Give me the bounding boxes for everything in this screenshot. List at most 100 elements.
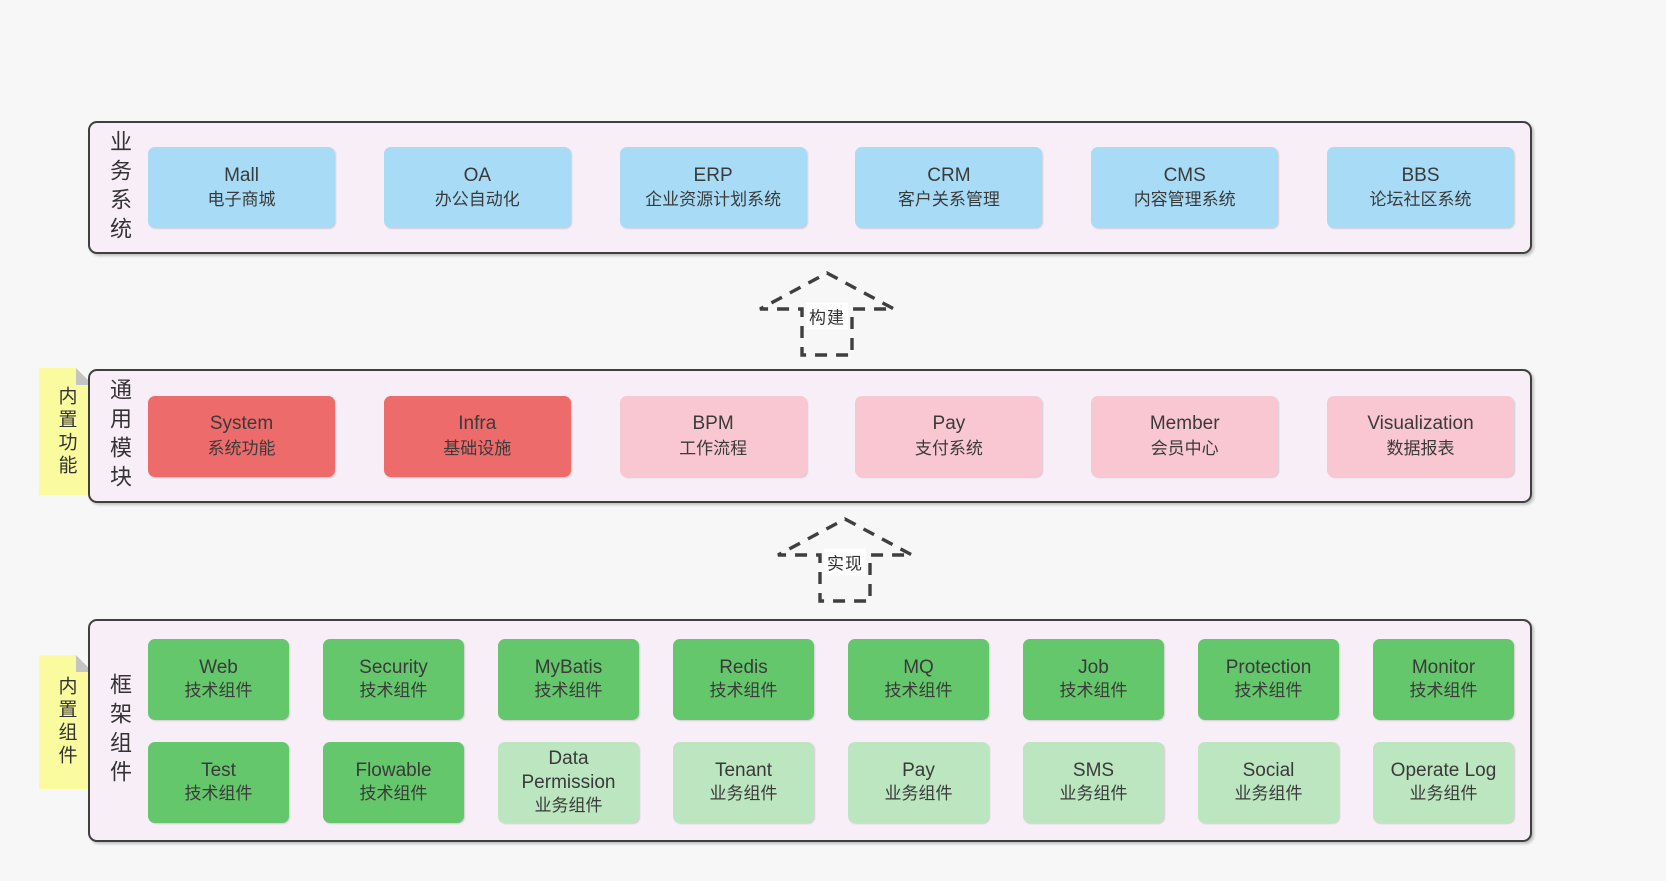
- node-title: Flowable: [355, 759, 432, 781]
- node-subtitle: 业务组件: [1234, 784, 1303, 804]
- node-title: Member: [1149, 413, 1220, 435]
- node-redis: Redis 技术组件: [673, 638, 814, 720]
- node-title: Mall: [224, 164, 259, 186]
- node-member: Member 会员中心: [1091, 395, 1279, 477]
- node-subtitle: 业务组件: [884, 784, 953, 804]
- node-pay: Pay 业务组件: [848, 741, 989, 823]
- node-subtitle: 业务组件: [534, 796, 603, 816]
- node-bbs: BBS 论坛社区系统: [1326, 147, 1514, 228]
- node-mybatis: MyBatis 技术组件: [498, 638, 639, 720]
- node-title: Monitor: [1411, 656, 1476, 678]
- node-title: Infra: [458, 413, 497, 435]
- node-subtitle: 办公自动化: [434, 190, 520, 210]
- node-subtitle: 技术组件: [709, 681, 778, 701]
- node-subtitle: 技术组件: [1059, 681, 1128, 701]
- node-title: Redis: [719, 656, 768, 678]
- node-sms: SMS 业务组件: [1023, 741, 1164, 823]
- node-infra: Infra 基础设施: [383, 395, 571, 477]
- layer-label-text: 框架组件: [107, 672, 132, 789]
- node-title: Protection: [1225, 656, 1312, 678]
- node-title: System: [209, 413, 274, 435]
- node-title: MQ: [903, 656, 934, 678]
- arrow-label: 实现: [824, 548, 866, 576]
- node-title: MyBatis: [534, 656, 603, 678]
- sticky-label: 内置组件: [55, 676, 77, 768]
- node-subtitle: 会员中心: [1150, 438, 1219, 458]
- layer-label: 框架组件: [90, 621, 148, 840]
- node-title: Operate Log: [1390, 759, 1497, 781]
- node-flowable: Flowable 技术组件: [323, 741, 464, 823]
- node-title: Test: [201, 759, 236, 781]
- node-subtitle: 技术组件: [1409, 681, 1478, 701]
- node-test: Test 技术组件: [148, 741, 289, 823]
- node-title: Social: [1242, 759, 1295, 781]
- layer-label-text: 通用模块: [107, 378, 132, 494]
- layer-label-text: 业务系统: [107, 129, 132, 246]
- node-crm: CRM 客户关系管理: [855, 147, 1043, 228]
- node-title: Tenant: [714, 759, 773, 781]
- node-subtitle: 系统功能: [207, 438, 276, 458]
- arrow-implement: 实现: [775, 516, 915, 604]
- node-subtitle: 技术组件: [534, 681, 603, 701]
- node-title: Job: [1078, 656, 1109, 678]
- node-subtitle: 数据报表: [1386, 438, 1455, 458]
- node-subtitle: 技术组件: [184, 784, 253, 804]
- node-subtitle: 技术组件: [359, 681, 428, 701]
- arrow-build: 构建: [757, 270, 897, 358]
- sticky-label: 内置功能: [55, 385, 77, 478]
- node-subtitle: 技术组件: [1234, 681, 1303, 701]
- node-subtitle: 技术组件: [184, 681, 253, 701]
- layer-label: 通用模块: [90, 371, 148, 501]
- node-security: Security 技术组件: [323, 638, 464, 720]
- node-tenant: Tenant 业务组件: [673, 741, 814, 823]
- node-subtitle: 业务组件: [1059, 784, 1128, 804]
- node-title: ERP: [693, 164, 733, 186]
- node-subtitle: 业务组件: [709, 784, 778, 804]
- node-title: Security: [359, 656, 428, 678]
- node-title: SMS: [1072, 759, 1115, 781]
- node-subtitle: 基础设施: [443, 438, 512, 458]
- node-title: Pay: [932, 413, 966, 435]
- node-subtitle: 技术组件: [359, 784, 428, 804]
- node-system: System 系统功能: [148, 395, 335, 477]
- node-subtitle: 工作流程: [679, 438, 748, 458]
- node-title: OA: [463, 164, 492, 186]
- layer-label: 业务系统: [90, 123, 148, 252]
- node-mall: Mall 电子商城: [148, 147, 335, 228]
- node-title: BBS: [1401, 164, 1440, 186]
- node-title: Web: [199, 656, 238, 678]
- node-erp: ERP 企业资源计划系统: [619, 147, 807, 228]
- node-title: Visualization: [1367, 413, 1474, 435]
- node-title: CRM: [927, 164, 971, 186]
- node-operate-log: Operate Log 业务组件: [1373, 741, 1514, 823]
- node-visualization: Visualization 数据报表: [1326, 395, 1514, 477]
- layer-framework-components: 框架组件 Web 技术组件 Security 技术组件 MyBatis 技术组件 Redis 技…: [88, 619, 1532, 842]
- node-oa: OA 办公自动化: [383, 147, 571, 228]
- node-subtitle: 论坛社区系统: [1369, 190, 1472, 210]
- node-subtitle: 企业资源计划系统: [645, 190, 782, 210]
- node-subtitle: 电子商城: [207, 190, 276, 210]
- node-title: Pay: [902, 759, 935, 781]
- node-subtitle: 客户关系管理: [897, 190, 1000, 210]
- node-title: CMS: [1163, 164, 1206, 186]
- node-protection: Protection 技术组件: [1198, 638, 1339, 720]
- node-title: Data Permission: [521, 747, 616, 794]
- arrow-label: 构建: [806, 302, 848, 330]
- sticky-built-in-features: 内置功能: [39, 368, 93, 495]
- sticky-built-in-components: 内置组件: [39, 655, 93, 789]
- node-subtitle: 业务组件: [1409, 784, 1478, 804]
- node-monitor: Monitor 技术组件: [1373, 638, 1514, 720]
- node-web: Web 技术组件: [148, 638, 289, 720]
- node-job: Job 技术组件: [1023, 638, 1164, 720]
